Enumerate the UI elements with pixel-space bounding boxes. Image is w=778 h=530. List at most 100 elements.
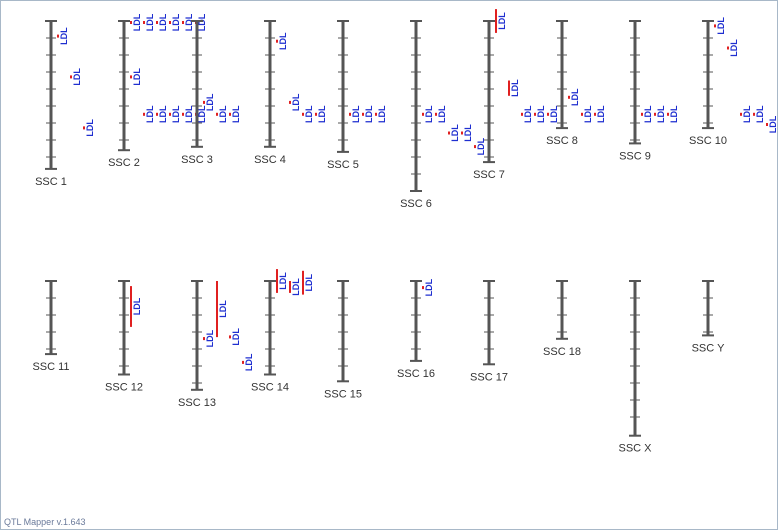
qtl-bar[interactable] <box>315 112 317 116</box>
qtl-label: LDL <box>231 105 241 123</box>
qtl-bar[interactable] <box>654 112 656 116</box>
qtl-bar[interactable] <box>289 281 291 293</box>
qtl-bar[interactable] <box>568 95 570 99</box>
qtl-label: LDL <box>729 39 739 57</box>
qtl-bar[interactable] <box>641 112 643 116</box>
chromosome-ssc-11 <box>49 281 53 355</box>
chromosome-ssc-4 <box>268 21 272 147</box>
qtl-label: LDL <box>184 105 194 123</box>
qtl-label: LDL <box>510 79 520 97</box>
qtl-bar[interactable] <box>289 100 291 104</box>
qtl-bar[interactable] <box>534 112 536 116</box>
qtl-label: LDL <box>291 93 301 111</box>
qtl-bar[interactable] <box>169 112 171 116</box>
qtl-bar[interactable] <box>349 112 351 116</box>
qtl-bar[interactable] <box>474 145 476 149</box>
qtl-bar[interactable] <box>362 112 364 116</box>
qtl-bar[interactable] <box>302 112 304 116</box>
chromosome-ssc-16 <box>414 281 418 361</box>
qtl-label: LDL <box>205 93 215 111</box>
qtl-label: LDL <box>437 105 447 123</box>
qtl-bar[interactable] <box>727 46 729 50</box>
qtl-bar[interactable] <box>667 112 669 116</box>
qtl-bar[interactable] <box>740 112 742 116</box>
chromosome-label: SSC 8 <box>546 135 578 147</box>
qtl-bar[interactable] <box>182 112 184 116</box>
qtl-bar[interactable] <box>143 21 145 24</box>
qtl-bar[interactable] <box>83 126 85 130</box>
qtl-bar[interactable] <box>130 75 132 79</box>
chromosome-label: SSC 15 <box>324 388 362 400</box>
qtl-label: LDL <box>205 329 215 347</box>
qtl-bar[interactable] <box>216 112 218 116</box>
qtl-bar[interactable] <box>375 112 377 116</box>
qtl-bar[interactable] <box>581 112 583 116</box>
qtl-bar[interactable] <box>203 337 205 341</box>
qtl-bar[interactable] <box>156 112 158 116</box>
qtl-bar[interactable] <box>216 281 218 338</box>
qtl-bar[interactable] <box>508 80 510 96</box>
chromosome-ssc-1 <box>49 21 53 169</box>
qtl-bar[interactable] <box>276 39 278 43</box>
qtl-bar[interactable] <box>276 269 278 293</box>
qtl-bar[interactable] <box>229 335 231 339</box>
qtl-bar[interactable] <box>130 21 132 24</box>
qtl-label: LDL <box>755 105 765 123</box>
qtl-label: LDL <box>132 68 142 86</box>
qtl-bar[interactable] <box>495 9 497 33</box>
qtl-bar[interactable] <box>435 112 437 116</box>
qtl-bar[interactable] <box>182 21 184 24</box>
chromosome-label: SSC 1 <box>35 176 67 188</box>
qtl-bar[interactable] <box>203 100 205 104</box>
qtl-bar[interactable] <box>156 21 158 24</box>
chromosome-ssc-x <box>633 281 637 436</box>
qtl-bar[interactable] <box>461 131 463 135</box>
qtl-bar[interactable] <box>422 112 424 116</box>
chromosome-ssc-17 <box>487 281 491 365</box>
qtl-label: LDL <box>583 105 593 123</box>
qtl-label: LDL <box>463 124 473 142</box>
qtl-bar[interactable] <box>422 286 424 290</box>
qtl-label: LDL <box>171 105 181 123</box>
qtl-bar[interactable] <box>242 360 244 364</box>
qtl-bar[interactable] <box>448 131 450 135</box>
qtl-bar[interactable] <box>70 75 72 79</box>
qtl-label: LDL <box>643 105 653 123</box>
qtl-label: LDL <box>424 278 434 296</box>
chromosome-label: SSC 6 <box>400 198 432 210</box>
qtl-bar[interactable] <box>229 112 231 116</box>
qtl-label: LDL <box>278 32 288 50</box>
qtl-bar[interactable] <box>547 112 549 116</box>
qtl-label: LDL <box>497 12 507 30</box>
qtl-bar[interactable] <box>169 21 171 24</box>
chromosome-ssc-15 <box>341 281 345 382</box>
qtl-label: LDL <box>768 115 777 133</box>
qtl-bar[interactable] <box>57 34 59 38</box>
qtl-label: LDL <box>145 13 155 31</box>
chromosome-ssc-2 <box>122 21 126 151</box>
qtl-bar[interactable] <box>594 112 596 116</box>
chromosome-label: SSC 2 <box>108 157 140 169</box>
chromosome-ssc-14 <box>268 281 272 375</box>
qtl-label: LDL <box>304 273 314 291</box>
chromosome-ssc-5 <box>341 21 345 152</box>
chromosome-ssc-13 <box>195 281 199 390</box>
qtl-label: LDL <box>72 68 82 86</box>
qtl-bar[interactable] <box>766 123 768 126</box>
qtl-label: LDL <box>197 13 207 31</box>
qtl-label: LDL <box>197 105 207 123</box>
chromosome-label: SSC 16 <box>397 368 435 380</box>
qtl-label: LDL <box>85 119 95 137</box>
qtl-label: LDL <box>424 105 434 123</box>
chromosome-label: SSC 13 <box>178 397 216 409</box>
qtl-bar[interactable] <box>302 270 304 295</box>
qtl-bar[interactable] <box>130 286 132 327</box>
qtl-bar[interactable] <box>714 24 716 28</box>
qtl-label: LDL <box>742 105 752 123</box>
chromosome-label: SSC X <box>618 443 652 455</box>
qtl-label: LDL <box>132 297 142 315</box>
qtl-bar[interactable] <box>143 112 145 116</box>
qtl-bar[interactable] <box>521 112 523 116</box>
qtl-bar[interactable] <box>753 112 755 116</box>
